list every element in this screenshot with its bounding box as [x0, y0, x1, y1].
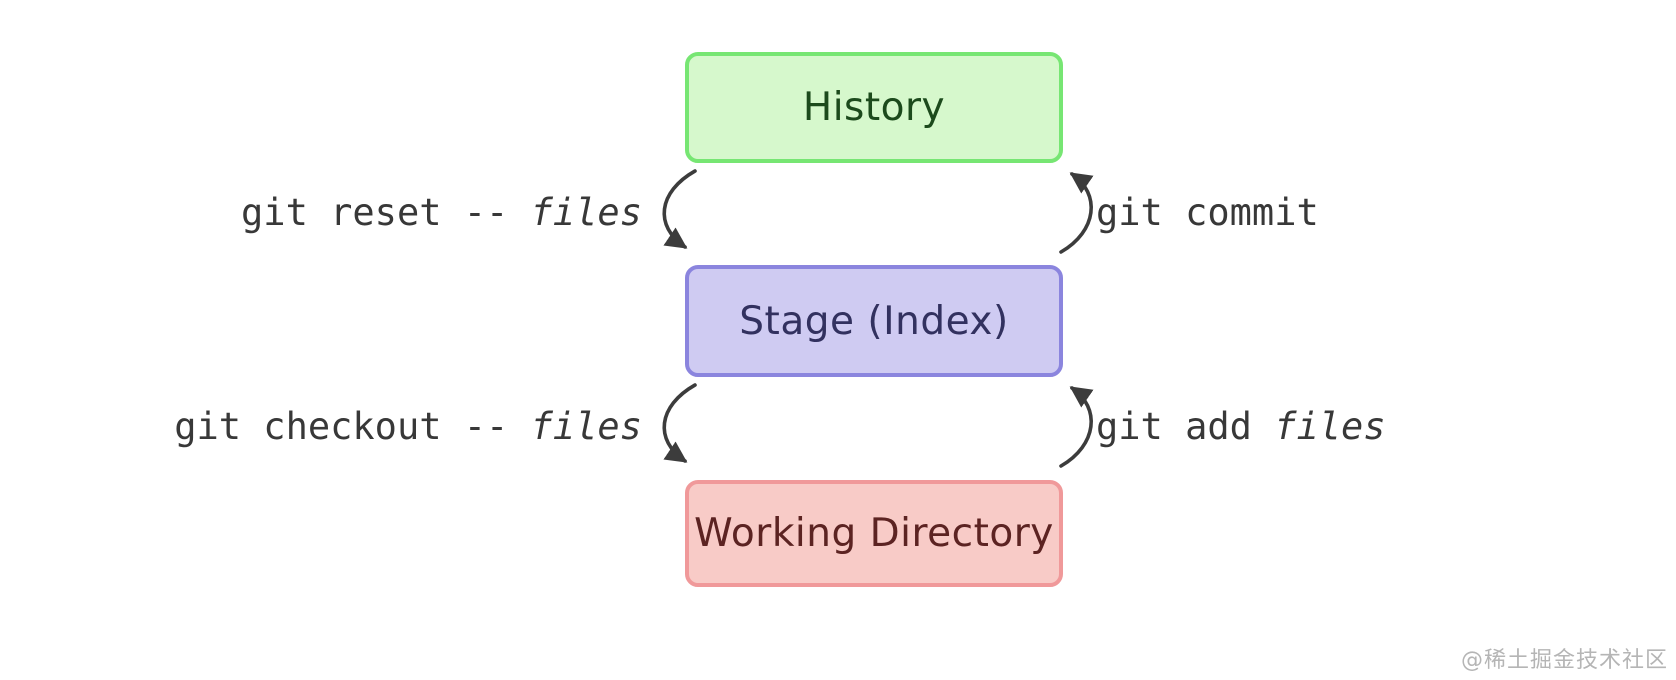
git-checkout-label-files: files: [530, 405, 642, 448]
history-box: History: [685, 52, 1063, 163]
add-arrow: [1059, 386, 1094, 468]
reset-arrow: [662, 169, 697, 249]
watermark: @稀土掘金技术社区: [1460, 648, 1668, 673]
git-reset-label-files: files: [530, 191, 642, 234]
working-directory-box: Working Directory: [685, 480, 1063, 587]
git-add-label-text: git add: [1096, 405, 1275, 448]
git-reset-label: git reset -- files: [0, 190, 642, 236]
stage-box: Stage (Index): [685, 265, 1063, 377]
checkout-arrow: [662, 383, 697, 463]
stage-box-label: Stage (Index): [739, 298, 1009, 344]
git-commit-label-text: git commit: [1096, 191, 1319, 234]
git-reset-label-text: git reset --: [241, 191, 531, 234]
git-checkout-label: git checkout -- files: [0, 404, 642, 450]
history-box-label: History: [802, 85, 946, 130]
working-directory-box-label: Working Directory: [694, 511, 1054, 556]
commit-arrow: [1059, 172, 1094, 254]
git-add-label-files: files: [1274, 405, 1386, 448]
git-commit-label: git commit: [1096, 190, 1319, 236]
git-checkout-label-text: git checkout --: [174, 405, 531, 448]
git-add-label: git add files: [1096, 404, 1386, 450]
